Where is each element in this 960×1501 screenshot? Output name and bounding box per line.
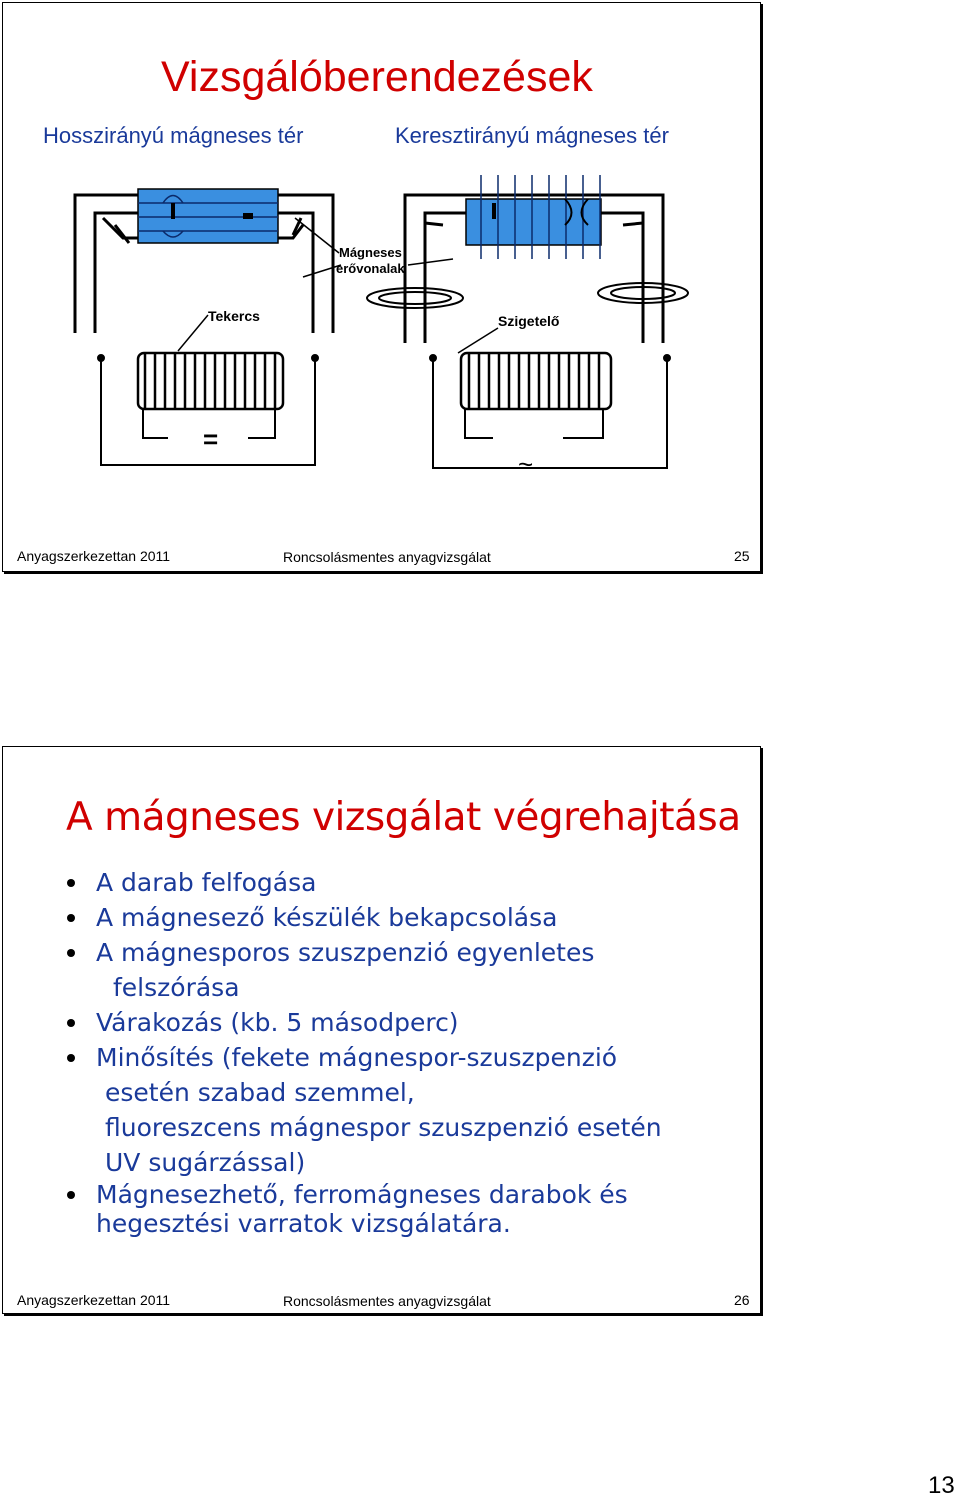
bullet-continuation: felszórása [113,973,240,1002]
slide-26: A mágneses vizsgálat végrehajtása A dara… [2,746,761,1314]
longitudinal-specimen [137,188,279,244]
slide-number: 26 [734,1292,750,1308]
coil-left [136,351,285,411]
dc-symbol: = [203,424,218,454]
longitudinal-yoke [73,193,335,333]
label-insulator: Szigetelő [498,313,559,329]
magnetic-testing-diagram: Mágneses erővonalak Tekercs Szigetelő = … [73,175,689,479]
bullet-continuation: fluoreszcens mágnespor szuszpenzió eseté… [105,1113,662,1142]
bullet-item: A darab felfogása [63,865,662,900]
subtitle-transverse: Keresztirányú mágneses tér [395,123,669,148]
bullet-continuation: UV sugárzással) [105,1148,306,1177]
bullet-dot-icon [67,1019,75,1027]
bullet-continuation: hegesztési varratok vizsgálatára. [96,1209,511,1238]
footer-course: Anyagszerkezettan 2011 [17,1292,171,1308]
bullet-dot-icon [67,879,75,887]
label-field-lines-2: erővonalak [336,261,405,276]
bullet-item: Minősítés (fekete mágnespor-szuszpenzió [63,1040,662,1075]
footer-course: Anyagszerkezettan 2011 [17,548,171,564]
wiring [97,354,671,469]
bullet-dot-icon [67,914,75,922]
label-field-lines-1: Mágneses [339,245,402,260]
slide-number: 25 [734,548,750,564]
bullet-dot-icon [67,1054,75,1062]
bullet-dot-icon [67,1191,75,1199]
bullet-dot-icon [67,949,75,957]
sheet-page-number: 13 [928,1472,955,1499]
bullet-item: A mágnesporos szuszpenzió egyenletes [63,935,662,970]
slide-title: A mágneses vizsgálat végrehajtása [66,795,741,840]
field-line-loops [366,282,689,309]
label-coil: Tekercs [208,308,260,324]
bullet-continuation: esetén szabad szemmel, [105,1078,415,1107]
transverse-specimen [465,175,602,259]
slide-title: Vizsgálóberendezések [161,53,593,101]
bullet-item: Várakozás (kb. 5 másodperc) [63,1005,662,1040]
ac-symbol: ~ [518,449,533,479]
bullet-item: Mágnesezhető, ferromágneses darabok és [63,1180,662,1209]
subtitle-longitudinal: Hosszirányú mágneses tér [43,123,304,148]
footer-topic: Roncsolásmentes anyagvizsgálat [283,549,491,565]
bullet-item: A mágnesező készülék bekapcsolása [63,900,662,935]
footer-topic: Roncsolásmentes anyagvizsgálat [283,1293,491,1309]
bullet-list: A darab felfogása A mágnesező készülék b… [63,865,662,1238]
coil-right [459,351,613,411]
slide-25: Vizsgálóberendezések Hosszirányú mágnese… [2,2,761,572]
